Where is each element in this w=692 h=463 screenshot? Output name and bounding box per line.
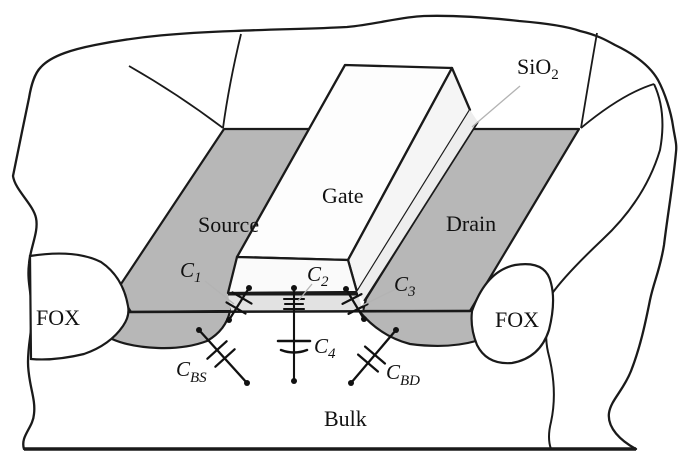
source-diffusion-cross-section: [112, 311, 230, 349]
channel-strip: [228, 294, 363, 311]
source-junction-curve: [111, 310, 232, 350]
c1-label: C1: [180, 258, 202, 286]
fox-right-region: [470, 263, 555, 365]
drain-diffusion-cross-section: [360, 311, 476, 346]
cbd-label: CBD: [386, 360, 420, 389]
capacitor-c3-symbol: [341, 286, 369, 322]
fox-right-label: FOX: [495, 307, 539, 332]
drain-label: Drain: [446, 211, 496, 236]
front-right-corner-line: [545, 83, 664, 450]
label-leader-lines: [204, 85, 521, 306]
c4-label: C4: [314, 334, 336, 362]
capacitor-cbs-symbol: [196, 327, 250, 386]
sio2-label: SiO2: [517, 54, 559, 83]
c1-leader: [204, 280, 235, 305]
c2-label: C2: [307, 262, 329, 290]
fox-left-region: [28, 252, 130, 361]
fold-line-top-right-curve: [580, 83, 655, 129]
capacitor-cbd-symbol: [348, 327, 399, 386]
capacitor-c2-c4-symbol: [276, 285, 312, 384]
fold-line-top-left-vertical: [222, 33, 242, 129]
c2-leader: [297, 283, 313, 302]
c3-label: C3: [394, 272, 416, 300]
gate-oxide-strip-edge: [363, 121, 479, 302]
fold-line-top-left-curve: [128, 65, 224, 129]
bulk-label: Bulk: [324, 406, 367, 431]
drain-junction-curve: [359, 311, 477, 347]
source-label: Source: [198, 212, 259, 237]
c3-leader: [362, 288, 397, 306]
capacitor-c1-symbol: [225, 285, 253, 323]
fold-line-top-right-vertical: [580, 32, 598, 129]
gate-oxide-strip: [357, 110, 478, 301]
gate-label: Gate: [322, 183, 364, 208]
surface-line: [127, 309, 473, 314]
cbs-label: CBS: [176, 357, 207, 386]
fox-left-label: FOX: [36, 305, 80, 330]
sio2-leader: [471, 85, 521, 128]
